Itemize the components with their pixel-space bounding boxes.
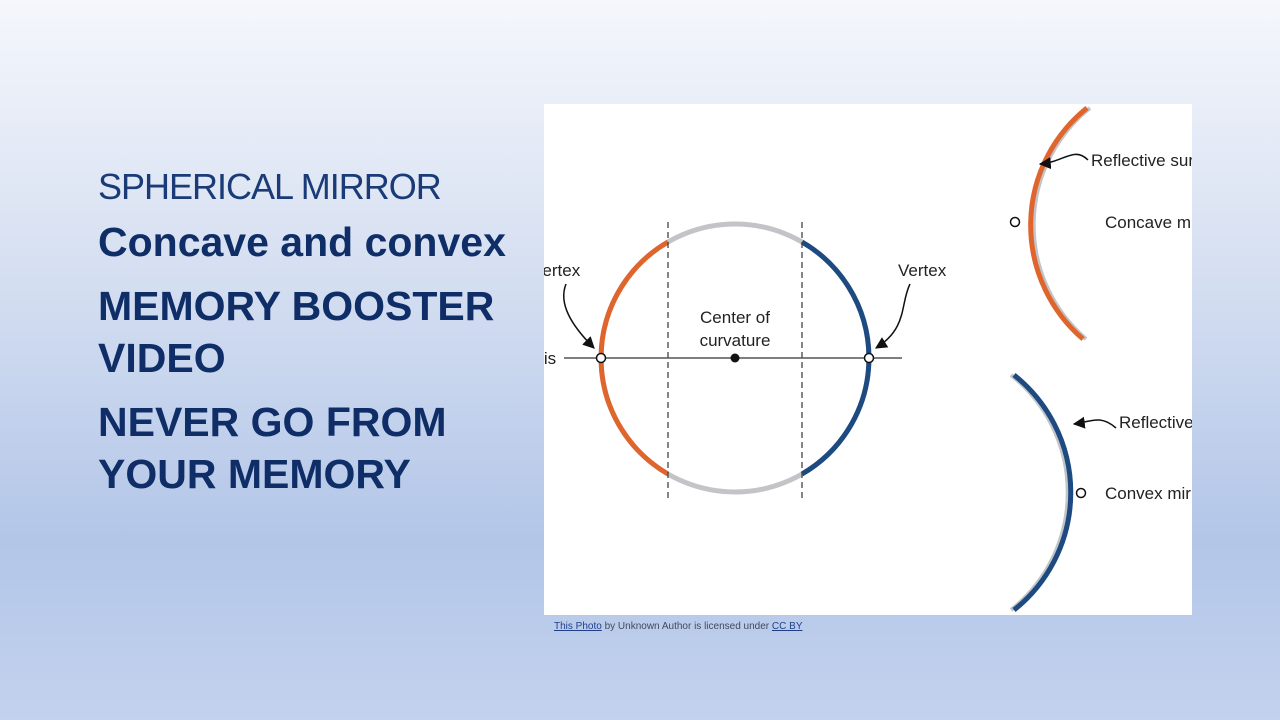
photo-link[interactable]: This Photo bbox=[554, 621, 602, 632]
vertex-arrow-right bbox=[874, 283, 911, 349]
vertex-point-left bbox=[595, 352, 607, 364]
concave-mirror-label: Concave mirror bbox=[1105, 213, 1192, 232]
mirror-diagram-photo: Center of curvature Vertex Vertex Axis R… bbox=[544, 104, 1192, 615]
vertex-point-right bbox=[863, 352, 875, 364]
concave-reflective-arrow bbox=[1038, 153, 1089, 170]
concave-mirror-back bbox=[1031, 106, 1092, 341]
concave-reflective-label: Reflective surface bbox=[1091, 151, 1192, 170]
photo-credit: This Photo by Unknown Author is licensed… bbox=[554, 621, 802, 632]
vertex-label-left: Vertex bbox=[544, 261, 581, 280]
convex-reflective-label: Reflective surface bbox=[1119, 413, 1192, 432]
heading-memory-booster: MEMORY BOOSTER VIDEO bbox=[98, 283, 495, 381]
convex-reflective-arrow bbox=[1072, 416, 1117, 429]
heading-concave-convex: Concave and convex bbox=[98, 219, 506, 265]
slide-subtitle: SPHERICAL MIRROR bbox=[98, 166, 442, 207]
convex-mirror-back bbox=[1009, 373, 1070, 612]
center-point bbox=[730, 353, 740, 363]
heading-never-go: NEVER GO FROM YOUR MEMORY bbox=[98, 399, 447, 497]
mirror-diagram: Center of curvature Vertex Vertex Axis R… bbox=[544, 106, 1192, 612]
center-label-line1: Center of bbox=[700, 308, 770, 327]
convex-mirror-arc bbox=[1012, 373, 1074, 612]
credit-text: by Unknown Author is licensed under bbox=[601, 621, 772, 632]
vertex-label-right: Vertex bbox=[898, 261, 947, 280]
convex-mirror-label: Convex mirror bbox=[1105, 484, 1192, 503]
convex-mirror-vertex bbox=[1075, 487, 1087, 499]
concave-mirror-vertex bbox=[1009, 216, 1021, 228]
slide-text: SPHERICAL MIRROR Concave and convex MEMO… bbox=[98, 164, 518, 512]
concave-mirror-arc bbox=[1028, 106, 1089, 341]
vertex-arrow-left bbox=[563, 283, 595, 349]
license-link[interactable]: CC BY bbox=[771, 621, 803, 632]
center-label-line2: curvature bbox=[700, 331, 771, 350]
axis-label: Axis bbox=[544, 349, 556, 368]
